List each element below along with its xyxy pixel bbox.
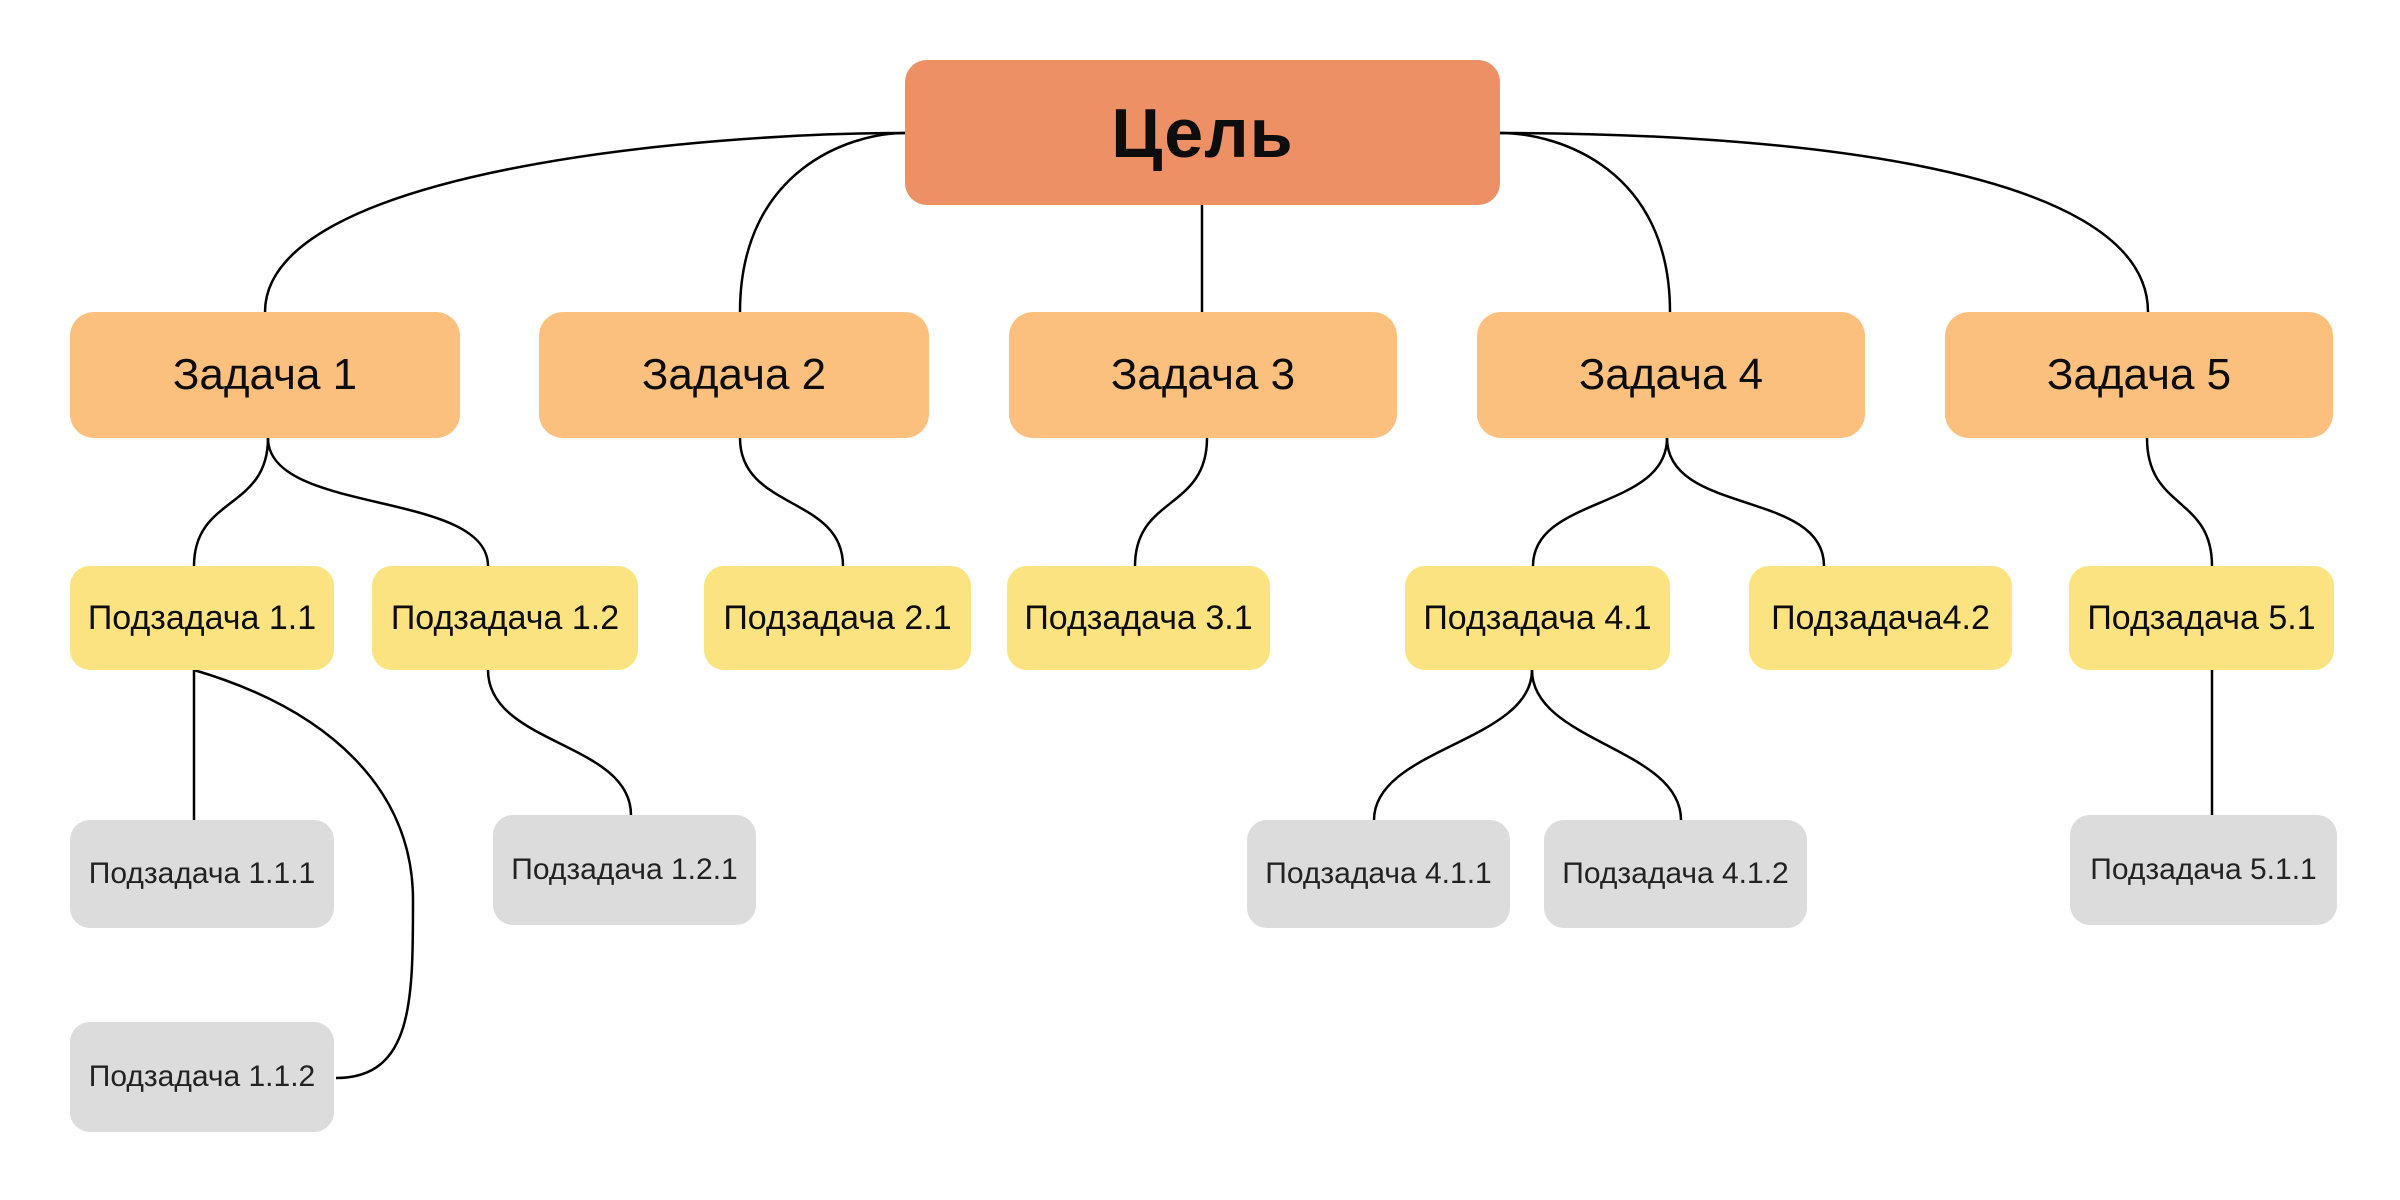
edge-goal-task-2 [738, 131, 906, 313]
node-subtask-4-1-1-label: Подзадача 4.1.1 [1265, 857, 1492, 890]
node-task-4-label: Задача 4 [1578, 350, 1764, 399]
node-goal[interactable]: Цель [905, 60, 1500, 205]
node-subtask-2-1[interactable]: Подзадача 2.1 [704, 566, 971, 670]
edge-task2-subtask2-1 [738, 437, 845, 567]
edge-goal-task-1 [263, 131, 906, 313]
node-task-1-label: Задача 1 [172, 350, 358, 399]
node-subtask-1-2-1-label: Подзадача 1.2.1 [511, 853, 738, 886]
edge-task5-subtask5-1 [2145, 437, 2214, 567]
node-subtask-3-1-label: Подзадача 3.1 [1024, 598, 1253, 637]
node-task-2[interactable]: Задача 2 [539, 312, 929, 438]
node-subtask-5-1-label: Подзадача 5.1 [2087, 598, 2316, 637]
node-subtask-1-2[interactable]: Подзадача 1.2 [372, 566, 638, 670]
node-subtask-4-1[interactable]: Подзадача 4.1 [1405, 566, 1670, 670]
node-subtask-4-1-2-label: Подзадача 4.1.2 [1562, 857, 1789, 890]
node-subtask-1-2-1[interactable]: Подзадача 1.2.1 [493, 815, 756, 925]
node-subtask-1-1-2-label: Подзадача 1.1.2 [88, 1060, 316, 1093]
node-subtask-1-1-1-label: Подзадача 1.1.1 [88, 857, 316, 890]
node-subtask-3-1[interactable]: Подзадача 3.1 [1007, 566, 1270, 670]
node-task-1[interactable]: Задача 1 [70, 312, 460, 438]
node-subtask-5-1-1-label: Подзадача 5.1.1 [2090, 853, 2317, 886]
edge-goal-task-4 [1499, 131, 1672, 313]
node-task-4[interactable]: Задача 4 [1477, 312, 1865, 438]
node-subtask-4-2[interactable]: Подзадача4.2 [1749, 566, 2012, 670]
node-subtask-5-1-1[interactable]: Подзадача 5.1.1 [2070, 815, 2337, 925]
node-task-2-label: Задача 2 [641, 350, 827, 399]
node-subtask-1-1[interactable]: Подзадача 1.1 [70, 566, 334, 670]
node-goal-label: Цель [1111, 93, 1294, 172]
node-task-5[interactable]: Задача 5 [1945, 312, 2333, 438]
edge-task1-subtask1-2 [266, 437, 490, 567]
node-subtask-4-2-label: Подзадача4.2 [1771, 598, 1990, 637]
node-subtask-4-1-2[interactable]: Подзадача 4.1.2 [1544, 820, 1807, 928]
edge-subtask1-2-leaf1-2-1 [486, 669, 633, 816]
node-task-5-label: Задача 5 [2046, 350, 2232, 399]
node-subtask-1-2-label: Подзадача 1.2 [390, 598, 620, 637]
edge-subtask4-1-leaf4-1-2 [1530, 669, 1683, 821]
node-subtask-4-1-1[interactable]: Подзадача 4.1.1 [1247, 820, 1510, 928]
edge-task1-subtask1-1 [192, 437, 270, 567]
node-task-3[interactable]: Задача 3 [1009, 312, 1397, 438]
node-subtask-1-1-1[interactable]: Подзадача 1.1.1 [70, 820, 334, 928]
edge-subtask4-1-leaf4-1-1 [1372, 669, 1534, 821]
edge-task3-subtask3-1 [1133, 437, 1209, 567]
node-subtask-5-1[interactable]: Подзадача 5.1 [2069, 566, 2334, 670]
node-task-3-label: Задача 3 [1110, 350, 1296, 399]
edge-task4-subtask4-1 [1531, 437, 1669, 567]
edge-goal-task-5 [1499, 131, 2150, 313]
edge-task4-subtask4-2 [1665, 437, 1826, 567]
node-subtask-1-1-label: Подзадача 1.1 [87, 598, 317, 637]
node-subtask-1-1-2[interactable]: Подзадача 1.1.2 [70, 1022, 334, 1132]
node-subtask-4-1-label: Подзадача 4.1 [1423, 598, 1652, 637]
node-subtask-2-1-label: Подзадача 2.1 [723, 598, 952, 637]
